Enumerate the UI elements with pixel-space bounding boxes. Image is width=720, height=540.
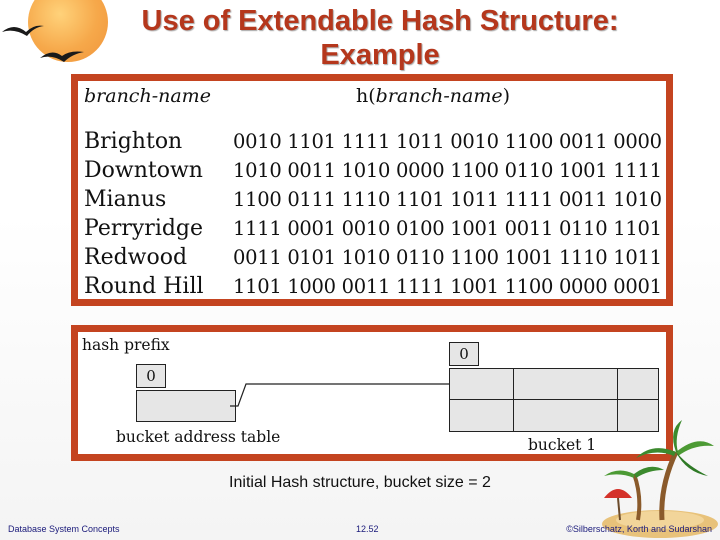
bucket-slot [514, 369, 618, 400]
slide-title: Use of Extendable Hash Structure: Exampl… [60, 4, 700, 72]
hash-value-cell: 0011 0101 1010 0110 1100 1001 1110 1011 [233, 246, 662, 269]
branch-name-cell: Brighton [84, 129, 183, 154]
local-depth-box: 0 [449, 342, 479, 366]
hash-header: h(branch-name) [356, 85, 511, 107]
sun-decoration [28, 0, 108, 62]
branch-name-cell: Redwood [84, 245, 188, 270]
branch-name-cell: Mianus [84, 187, 167, 212]
hash-value-column: 0010 1101 1111 1011 0010 1100 0011 0000 … [233, 127, 662, 301]
title-line-2: Example [320, 39, 440, 71]
hash-value-cell: 1111 0001 0010 0100 1001 0011 0110 1101 [233, 217, 662, 240]
bucket-address-table-label: bucket address table [116, 428, 281, 446]
branch-name-cell: Round Hill [84, 274, 204, 299]
pointer-arrow [230, 379, 458, 407]
figure-caption: Initial Hash structure, bucket size = 2 [229, 474, 491, 491]
birds-icon [2, 25, 84, 62]
branch-name-header: branch-name [84, 85, 211, 107]
title-line-1: Use of Extendable Hash Structure: [141, 5, 619, 37]
branch-name-cell: Perryridge [84, 216, 204, 241]
bucket-slot [514, 400, 618, 431]
hash-value-cell: 0010 1101 1111 1011 0010 1100 0011 0000 [233, 130, 662, 153]
hash-value-cell: 1010 0011 1010 0000 1100 0110 1001 1111 [233, 159, 662, 182]
bucket-slot [618, 369, 658, 400]
footer-page-number: 12.52 [356, 524, 379, 534]
palm-island-icon [602, 420, 718, 538]
bucket-label: bucket 1 [528, 436, 597, 454]
hash-value-cell: 1101 1000 0011 1111 1001 1100 0000 0001 [233, 275, 662, 298]
branch-name-cell: Downtown [84, 158, 203, 183]
bucket-1 [449, 368, 659, 432]
branch-name-column: Brighton Downtown Mianus Perryridge Redw… [84, 127, 204, 301]
hash-structure-diagram: hash prefix 0 bucket address table 0 buc… [71, 325, 673, 461]
global-depth-box: 0 [136, 364, 166, 388]
hash-table-panel: branch-name h(branch-name) Brighton Down… [71, 74, 673, 306]
bucket-address-table [136, 390, 236, 422]
hash-value-cell: 1100 0111 1110 1101 1011 1111 0011 1010 [233, 188, 662, 211]
footer-copyright: ©Silberschatz, Korth and Sudarshan [566, 524, 712, 534]
footer-left: Database System Concepts [8, 524, 120, 534]
bucket-slot [450, 369, 514, 400]
hash-prefix-label: hash prefix [82, 336, 170, 354]
bucket-slot [450, 400, 514, 431]
